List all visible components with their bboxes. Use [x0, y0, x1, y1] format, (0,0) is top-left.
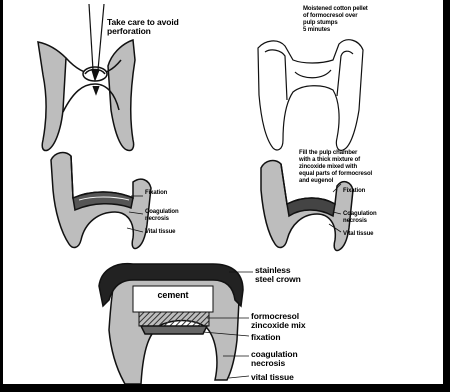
tooth-drawing-1	[38, 40, 135, 151]
fixation-label-5: fixation	[251, 333, 280, 342]
tooth-drawing-3	[51, 153, 151, 249]
panel-4-fixation-label: Fixation	[343, 188, 365, 195]
panel-4-necrosis-label: Coagulation necrosis	[343, 211, 377, 225]
crown-label: stainless steel crown	[255, 266, 301, 284]
mix-label: formocresol zincoxide mix	[251, 312, 305, 330]
vital-label-5: vital tissue	[251, 373, 294, 382]
illustration	[3, 0, 443, 384]
tooth-drawing-5	[99, 264, 243, 384]
tooth-drawing-2	[258, 40, 363, 151]
panel-4-caption: Fill the pulp chamber with a thick mixtu…	[299, 150, 429, 185]
panel-3-necrosis-label: Coagulation necrosis	[145, 209, 179, 223]
panel-3-vital-label: Vital tissue	[145, 229, 175, 236]
panel-2-caption: Moistened cotton pellet of formocresol o…	[303, 6, 423, 34]
panel-4-vital-label: Vital tissue	[343, 231, 373, 238]
panel-1-caption: Take care to avoid perforation	[107, 18, 187, 36]
figure-panel: Take care to avoid perforation Moistened…	[3, 0, 443, 384]
cement-label: cement	[133, 292, 213, 299]
panel-3-fixation-label: Fixation	[145, 190, 167, 197]
necrosis-label-5: coagulation necrosis	[251, 350, 298, 368]
